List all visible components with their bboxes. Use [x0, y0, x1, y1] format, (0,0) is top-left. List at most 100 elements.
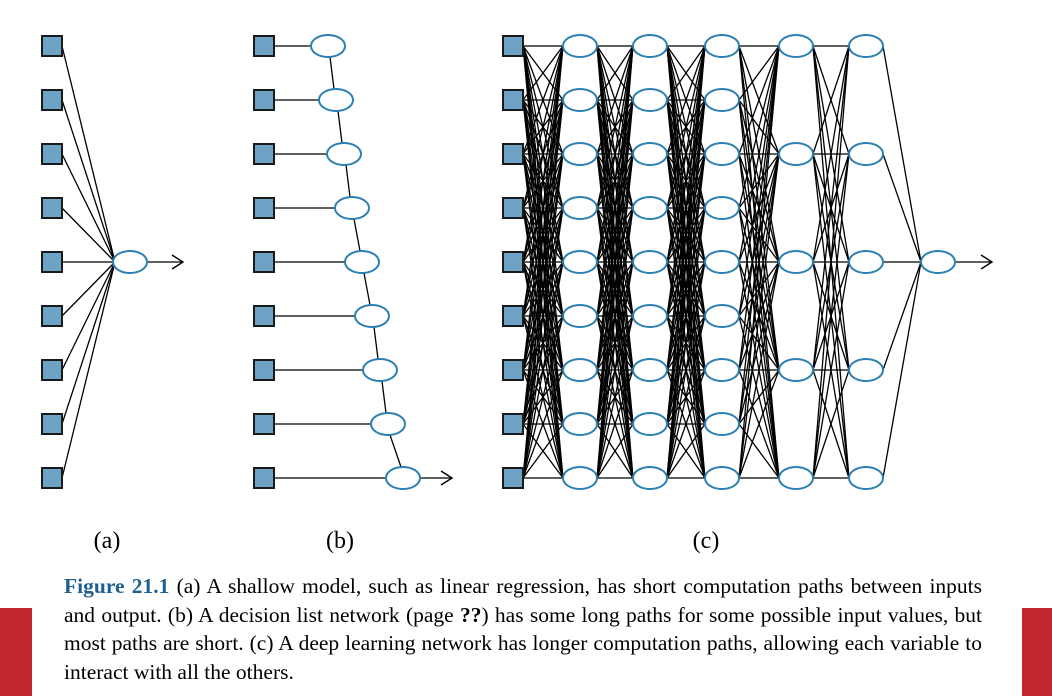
edge-c — [738, 261, 780, 479]
hidden-node — [562, 466, 598, 490]
edge-c — [596, 45, 634, 371]
hidden-node — [562, 304, 598, 328]
edge-b-chain — [353, 218, 361, 252]
input-node — [502, 467, 524, 489]
hidden-node — [632, 358, 668, 382]
edge-c — [522, 45, 564, 263]
edge-c — [522, 261, 564, 479]
edge-c — [522, 153, 564, 479]
edge-c — [666, 45, 706, 371]
edge-c — [596, 423, 634, 479]
edge-c — [522, 45, 564, 479]
edge-c — [812, 45, 850, 263]
edge-c — [666, 261, 706, 479]
input-node — [502, 251, 524, 273]
edge-c — [666, 45, 706, 209]
edge-b-chain — [363, 272, 371, 306]
edge-b-chain — [329, 56, 335, 90]
output-arrowhead — [980, 254, 994, 270]
edge-c — [666, 45, 706, 263]
hidden-node — [632, 412, 668, 436]
hidden-node — [778, 34, 814, 58]
edge-c — [522, 45, 564, 425]
edge-c — [738, 423, 780, 479]
hidden-node — [704, 466, 740, 490]
network-diagram — [41, 34, 994, 490]
input-node — [41, 467, 63, 489]
input-node — [41, 35, 63, 57]
edge-c — [522, 45, 564, 371]
input-node — [41, 89, 63, 111]
edge-c — [738, 45, 780, 371]
edge-c — [812, 261, 850, 479]
hidden-node — [562, 142, 598, 166]
edge-c — [738, 45, 780, 317]
edge-c — [522, 423, 564, 479]
edge-b-chain — [345, 164, 351, 198]
edge-c — [882, 45, 922, 263]
edge-c — [812, 369, 850, 479]
hidden-node — [385, 466, 421, 490]
edge-c — [596, 207, 634, 479]
input-node — [41, 413, 63, 435]
hidden-node — [318, 88, 354, 112]
figure-caption: Figure 21.1 (a) A shallow model, such as… — [64, 572, 982, 686]
edge-c — [812, 153, 850, 479]
input-node — [502, 35, 524, 57]
edge-c — [812, 45, 850, 479]
edge-c — [596, 261, 634, 479]
edge-c — [596, 45, 634, 479]
edge-c — [882, 261, 922, 371]
hidden-node — [704, 412, 740, 436]
hidden-node — [334, 196, 370, 220]
hidden-node — [704, 34, 740, 58]
nodes-layer — [41, 34, 956, 490]
edge-b-chain — [389, 434, 402, 468]
edge-c — [812, 45, 850, 371]
edge-c — [666, 45, 706, 425]
input-node — [253, 89, 275, 111]
edge-a — [61, 99, 116, 263]
hidden-node — [704, 358, 740, 382]
output-arrowhead — [440, 470, 454, 486]
hidden-node — [562, 88, 598, 112]
edge-c — [882, 153, 922, 263]
edge-c — [738, 261, 780, 425]
edge-c — [522, 45, 564, 209]
edge-c — [596, 45, 634, 155]
edge-a — [61, 261, 116, 371]
hidden-node — [362, 358, 398, 382]
edge-c — [666, 45, 706, 101]
input-node — [41, 251, 63, 273]
edge-c — [522, 315, 564, 479]
edge-c — [596, 369, 634, 479]
edge-c — [596, 45, 634, 263]
hidden-node — [344, 250, 380, 274]
left-accent-bar — [0, 608, 32, 696]
edge-c — [522, 207, 564, 479]
hidden-node — [562, 250, 598, 274]
hidden-node — [632, 142, 668, 166]
edge-c — [738, 153, 780, 479]
input-node — [502, 359, 524, 381]
panel-label-b: (b) — [326, 528, 354, 554]
hidden-node — [562, 196, 598, 220]
input-node — [253, 359, 275, 381]
input-node — [253, 251, 275, 273]
edge-a — [61, 261, 116, 425]
input-node — [502, 413, 524, 435]
input-node — [253, 305, 275, 327]
hidden-node — [632, 250, 668, 274]
hidden-node — [848, 466, 884, 490]
edges-layer — [61, 45, 994, 486]
edge-c — [522, 45, 564, 101]
hidden-node — [326, 142, 362, 166]
hidden-node — [704, 142, 740, 166]
hidden-node — [848, 142, 884, 166]
figure-label: Figure 21.1 — [64, 574, 170, 598]
edge-c — [596, 45, 634, 317]
hidden-node — [704, 304, 740, 328]
hidden-node — [778, 358, 814, 382]
edge-c — [738, 45, 780, 263]
hidden-node — [704, 88, 740, 112]
